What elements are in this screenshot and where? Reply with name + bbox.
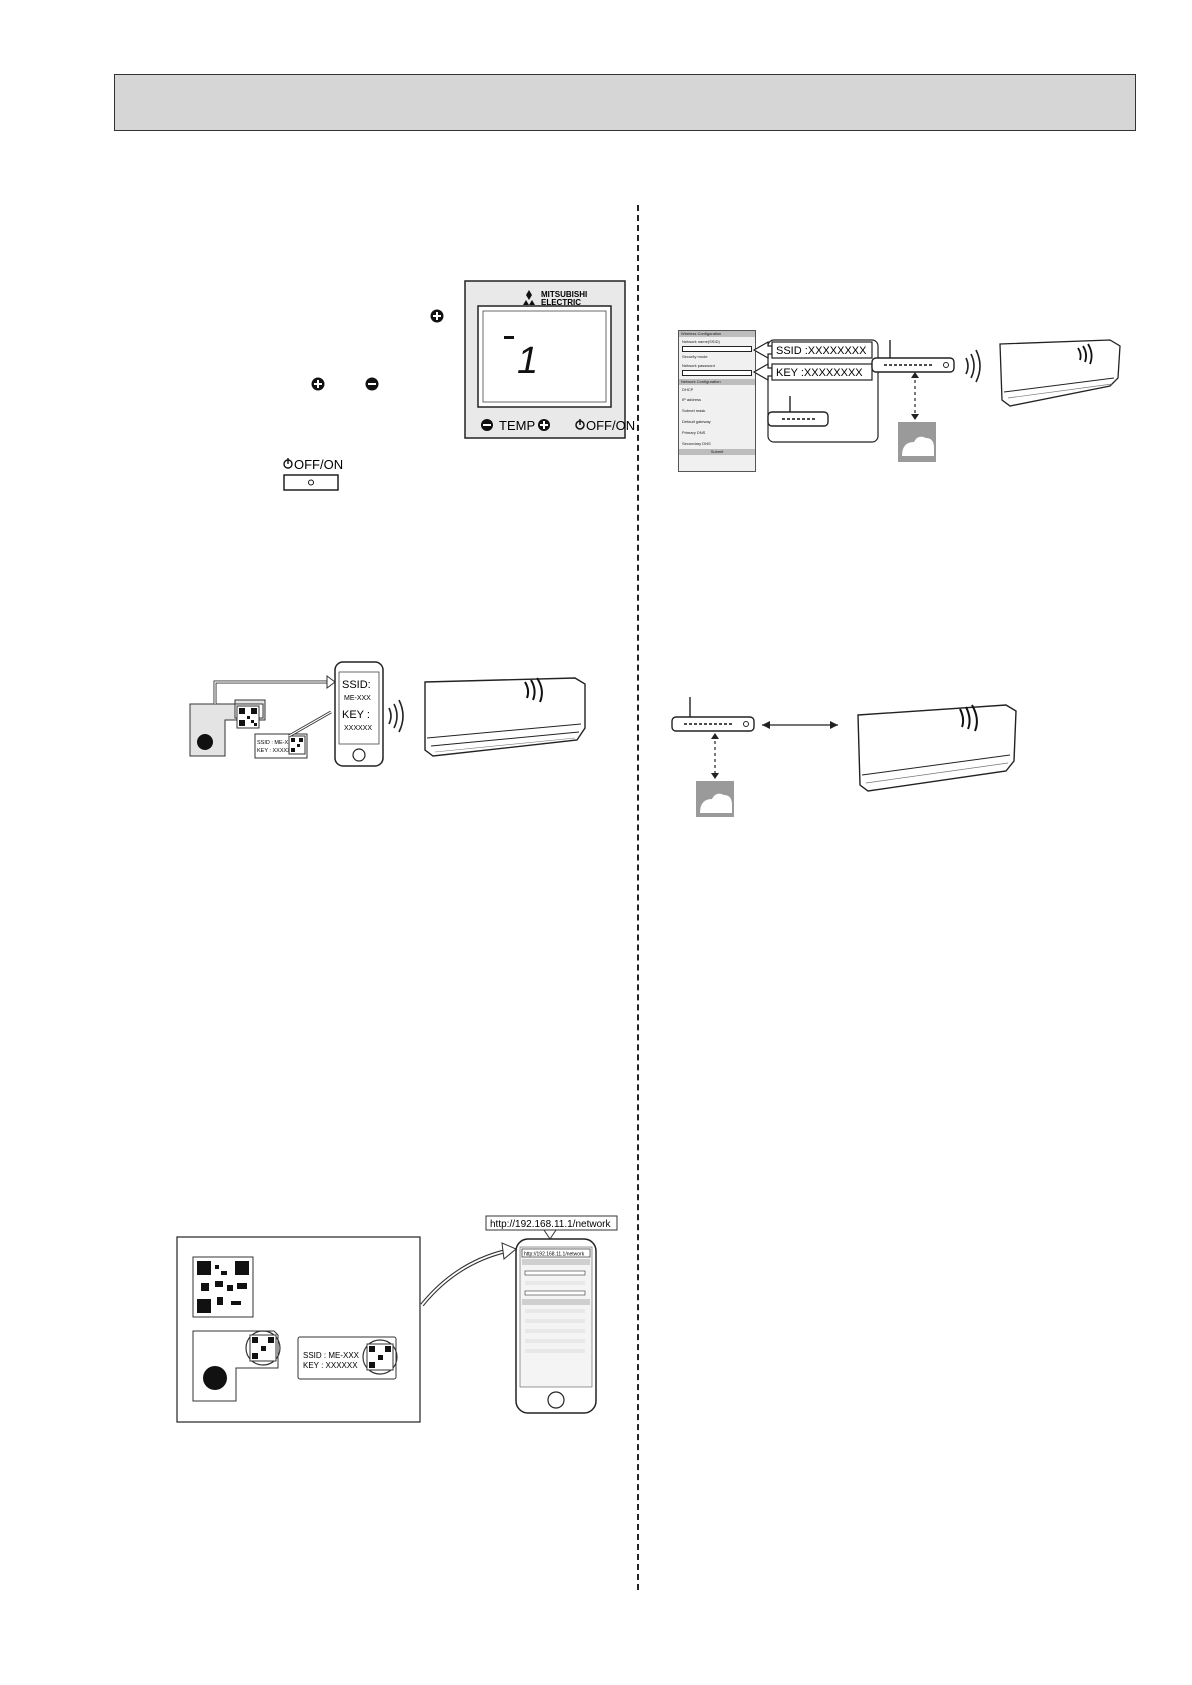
key-tag	[771, 363, 873, 381]
form-submit-button[interactable]: Submit	[679, 449, 755, 455]
led-indicator	[197, 734, 213, 750]
plus-icon	[430, 309, 444, 323]
header-bar	[114, 74, 1136, 131]
signal-icon	[959, 704, 978, 732]
sticker-key: KEY : XXXXXX	[303, 1361, 358, 1370]
cloud-icon	[898, 422, 936, 462]
brand-line1: MITSUBISHI	[541, 290, 587, 299]
sticker-key: KEY : XXXXXX	[257, 748, 295, 754]
form-field-ssid-label: Network name(SSID)	[682, 339, 720, 344]
temp-label: TEMP	[499, 418, 535, 433]
qr-code-icon	[362, 1339, 398, 1375]
wifi-waves-icon	[388, 699, 404, 733]
phone-ssid-value: ME-XXX	[344, 695, 371, 702]
router-icon	[767, 396, 829, 427]
air-conditioner-unit	[999, 339, 1121, 407]
offon-button[interactable]: OFF/ON	[575, 418, 635, 433]
power-button[interactable]	[283, 474, 339, 491]
ssid-tag-text: SSID :XXXXXXXX	[776, 345, 867, 357]
power-icon	[283, 458, 293, 469]
form-section-wireless: Wireless Configuration	[679, 331, 755, 337]
column-divider	[637, 205, 639, 1590]
router-ac-figure	[671, 697, 1017, 817]
qr-code-icon	[245, 1330, 281, 1366]
phone-address-bar[interactable]	[521, 1248, 591, 1258]
form-field-dhcp-label: DHCP	[682, 387, 694, 392]
brand-line2: ELECTRIC	[541, 298, 581, 307]
sticker-ssid: SSID : ME-XXX	[257, 740, 296, 746]
key-tag-text: KEY :XXXXXXXX	[776, 367, 863, 379]
form-field-subnet-label: Subnet mask	[682, 408, 706, 413]
form-input-password[interactable]	[682, 370, 752, 376]
form-field-password-label: Network password	[682, 363, 715, 368]
form-field-ip-label: IP address	[682, 397, 702, 402]
home-button	[547, 1391, 565, 1409]
cloud-icon	[696, 781, 734, 817]
lcd-value: 1	[517, 340, 538, 382]
air-conditioner-unit	[424, 677, 586, 757]
phone-key-label: KEY :	[342, 709, 370, 721]
lcd-dash	[504, 336, 514, 339]
air-conditioner-unit	[857, 704, 1017, 792]
form-section-network: Network Configuration	[679, 379, 755, 385]
plus-icon	[311, 377, 325, 391]
wifi-waves-icon	[965, 349, 981, 383]
power-button-figure: OFF/ON	[283, 457, 343, 491]
phone-ssid-label: SSID:	[342, 679, 371, 691]
web-config-figure: SSID : ME-XXX KEY : XXXXXX http://192.16…	[176, 1215, 618, 1423]
home-button	[352, 748, 366, 762]
offon-label: OFF/ON	[586, 418, 635, 433]
form-field-gateway-label: Default gateway	[682, 419, 711, 424]
form-input-ssid[interactable]	[682, 346, 752, 352]
form-field-dns1-label: Primary DNS	[682, 430, 706, 435]
config-form: Wireless Configuration Network name(SSID…	[678, 330, 756, 472]
url-callout-text: http://192.168.11.1/network	[490, 1219, 611, 1230]
qr-code-icon	[288, 735, 306, 755]
ssid-tag	[771, 341, 873, 359]
phone-url: http://192.168.11.1/network	[524, 1252, 585, 1258]
qr-code-icon	[236, 705, 260, 729]
remote-controller-figure: MITSUBISHI ELECTRIC 1 TEMP OFF/ON	[464, 280, 635, 439]
phone-key-value: XXXXXX	[344, 725, 372, 732]
led-indicator	[203, 1366, 227, 1390]
router-icon	[671, 697, 755, 732]
temp-minus-button[interactable]	[481, 419, 493, 431]
signal-icon	[524, 677, 543, 703]
signal-icon	[1077, 343, 1093, 365]
router-config-figure: SSID :XXXXXXXX KEY :XXXXXXXX	[752, 339, 1121, 462]
mitsubishi-logo-icon	[523, 290, 535, 305]
form-field-security-label: Security mode	[682, 354, 708, 359]
temp-plus-button[interactable]	[538, 419, 550, 431]
form-field-dns2-label: Secondary DNS	[682, 441, 711, 446]
qr-code-icon	[192, 1256, 254, 1318]
power-button-label: OFF/ON	[294, 457, 343, 472]
minus-icon	[365, 377, 379, 391]
lcd-screen	[482, 310, 607, 403]
router-icon	[871, 340, 955, 373]
sticker-ssid: SSID : ME-XXX	[303, 1351, 360, 1360]
phone-connect-figure: SSID : ME-XXX KEY : XXXXXX SSID: ME-XXX …	[189, 661, 586, 767]
